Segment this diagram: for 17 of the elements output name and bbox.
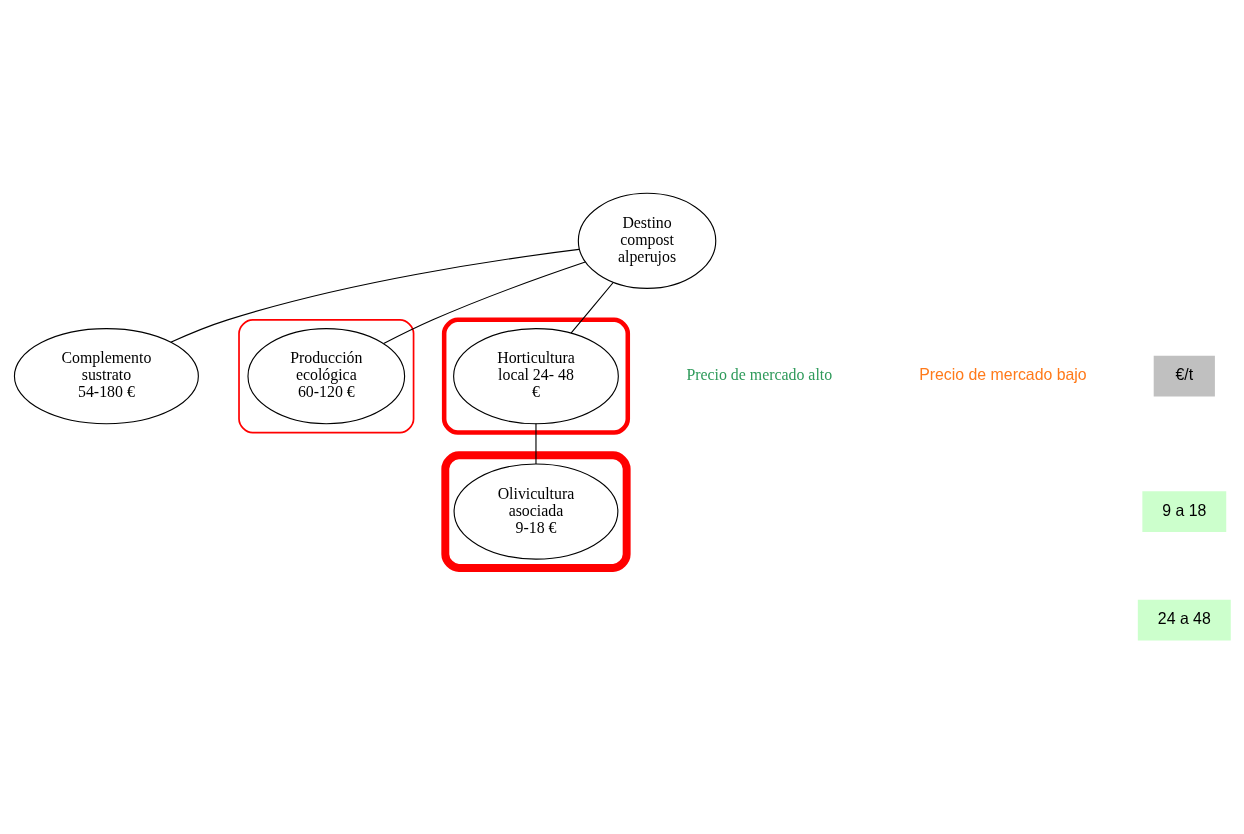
connector: [569, 281, 614, 334]
label: Precio de mercado bajo: [918, 366, 1087, 384]
node-ellipse: Horticultura local 24- 48 €: [452, 328, 619, 425]
connector: [382, 261, 586, 345]
label: 9 a 18: [1161, 501, 1206, 519]
label: €/t: [1174, 366, 1193, 384]
node-ellipse: Complemento sustrato 54-180 €: [13, 328, 199, 425]
connector: [169, 248, 580, 343]
cluster: [441, 317, 630, 435]
cluster: [440, 451, 631, 572]
node-ellipse: Olivicultura asociada 9-18 €: [453, 463, 618, 560]
connector: [534, 422, 537, 465]
cluster: [237, 319, 414, 434]
label: 24 a 48: [1157, 610, 1211, 628]
label: Precio de mercado alto: [685, 366, 832, 384]
node-ellipse: Producción ecológica 60-120 €: [246, 328, 405, 425]
node-ellipse: Destino compost alperujos: [577, 192, 716, 289]
